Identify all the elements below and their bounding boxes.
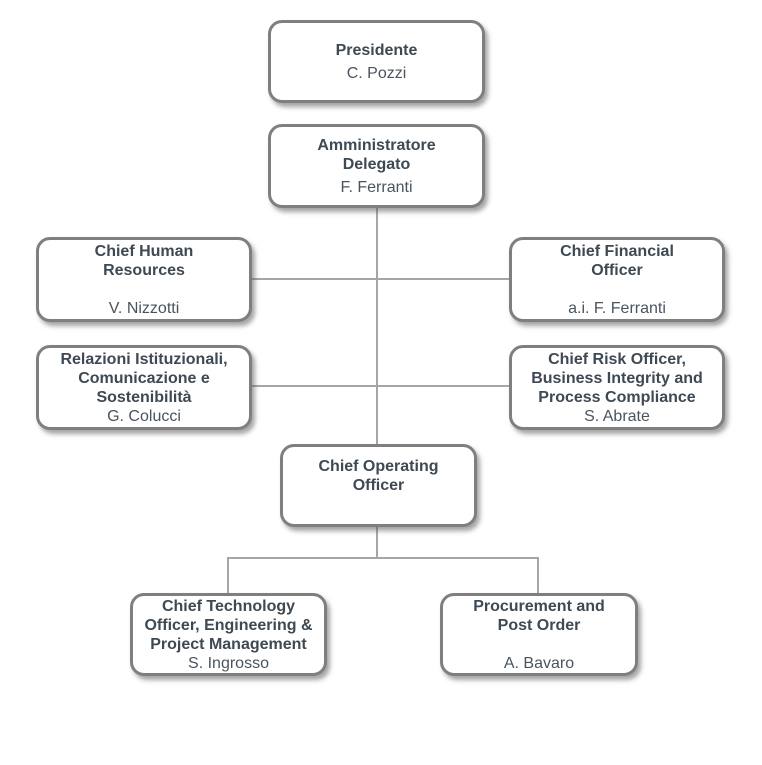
- node-title: Chief Financial Officer: [560, 242, 674, 279]
- connector-row1-horizontal: [252, 278, 509, 280]
- connector-drop-cto: [227, 557, 229, 593]
- org-node-chief-operating-officer: Chief Operating Officer: [280, 444, 477, 527]
- org-node-procurement-post-order: Procurement and Post Order A. Bavaro: [440, 593, 638, 676]
- node-title: Relazioni Istituzionali, Comunicazione e…: [60, 350, 228, 406]
- node-person: a.i. F. Ferranti: [568, 299, 666, 317]
- node-title: Amministratore Delegato: [317, 136, 436, 173]
- org-node-chief-financial-officer: Chief Financial Officer a.i. F. Ferranti: [509, 237, 725, 322]
- org-node-presidente: Presidente C. Pozzi: [268, 20, 485, 103]
- node-title: Chief Human Resources: [94, 242, 194, 279]
- connector-drop-proc: [537, 557, 539, 593]
- node-person: C. Pozzi: [346, 64, 407, 82]
- connector-ad-to-coo: [376, 207, 378, 445]
- connector-bottom-horizontal: [227, 557, 539, 559]
- org-node-relazioni-istituzionali: Relazioni Istituzionali, Comunicazione e…: [36, 345, 252, 430]
- node-person: A. Bavaro: [503, 654, 575, 672]
- node-person: G. Colucci: [107, 407, 181, 425]
- org-node-chief-risk-officer: Chief Risk Officer, Business Integrity a…: [509, 345, 725, 430]
- node-title: Presidente: [335, 41, 418, 59]
- node-title: Chief Technology Officer, Engineering & …: [144, 597, 313, 653]
- org-node-chief-technology-officer: Chief Technology Officer, Engineering & …: [130, 593, 327, 676]
- node-title: Chief Risk Officer, Business Integrity a…: [531, 350, 703, 406]
- node-title: Procurement and Post Order: [473, 597, 605, 634]
- node-title: Chief Operating Officer: [318, 458, 439, 494]
- node-person: S. Ingrosso: [188, 654, 269, 672]
- node-person: S. Abrate: [584, 407, 650, 425]
- node-person: V. Nizzotti: [108, 299, 180, 317]
- org-node-chief-human-resources: Chief Human Resources V. Nizzotti: [36, 237, 252, 322]
- node-person: F. Ferranti: [340, 178, 413, 196]
- connector-coo-down: [376, 527, 378, 558]
- connector-row2-horizontal: [252, 385, 509, 387]
- org-node-amministratore-delegato: Amministratore Delegato F. Ferranti: [268, 124, 485, 208]
